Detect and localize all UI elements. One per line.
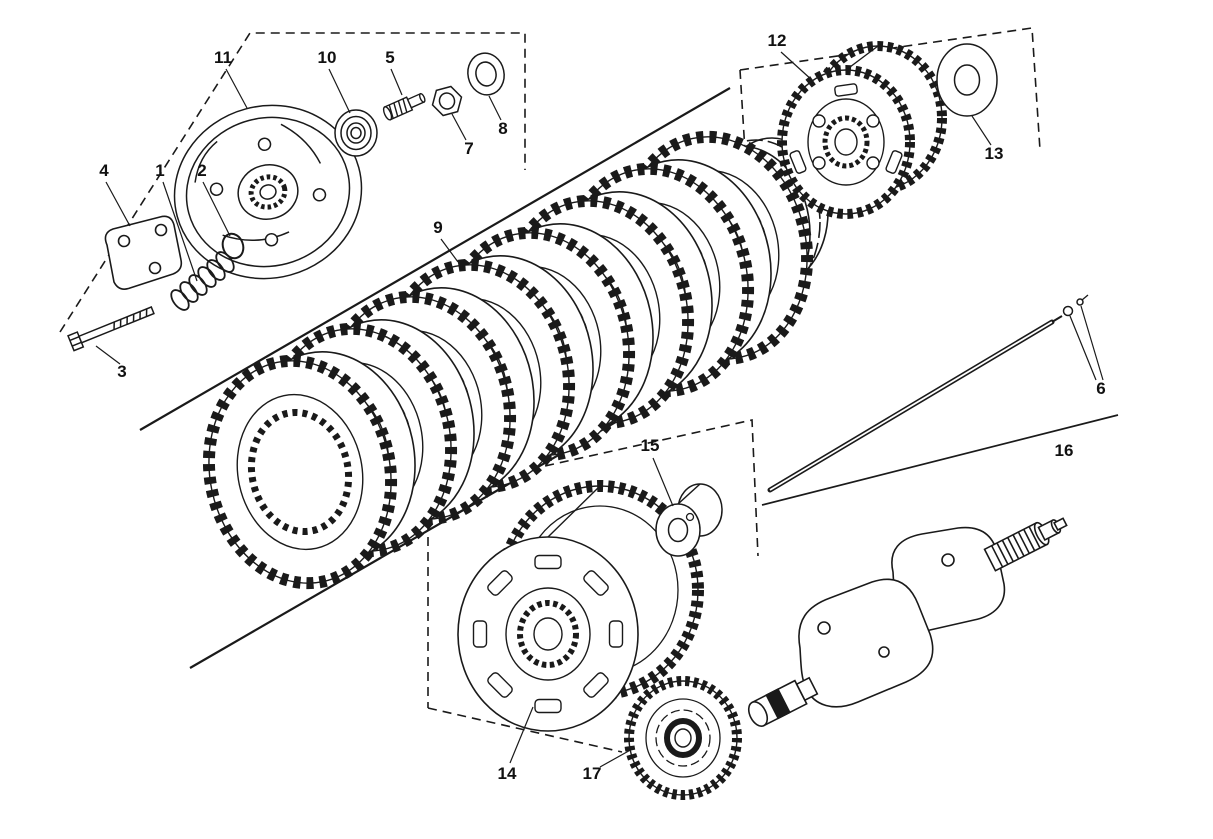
part-label-8: 8 (498, 119, 507, 138)
crankshaft (747, 517, 1068, 727)
part-label-7: 7 (464, 139, 473, 158)
part-label-1: 1 (155, 161, 164, 180)
part-label-3: 3 (117, 362, 126, 381)
bearing (334, 109, 378, 157)
part-label-5: 5 (385, 48, 394, 67)
spring-washer (467, 52, 505, 96)
thrust-washer (936, 43, 998, 117)
part-label-2: 2 (197, 161, 206, 180)
pushrod (767, 315, 1063, 493)
part-label-11: 11 (214, 48, 232, 67)
clutch-basket (457, 480, 704, 732)
spacer-bushing (655, 483, 723, 557)
leader-lines (95, 51, 1104, 768)
part-label-15: 15 (641, 436, 660, 455)
part-label-14: 14 (498, 764, 517, 783)
part-label-4: 4 (99, 161, 109, 180)
part-labels: 1 2 3 4 5 6 7 8 9 10 11 12 13 14 15 16 1… (99, 31, 1105, 783)
nut (431, 85, 463, 117)
part-label-6: 6 (1096, 379, 1105, 398)
spring (170, 251, 235, 311)
part-label-12: 12 (768, 31, 787, 50)
part-label-17: 17 (583, 764, 602, 783)
pushrod-end-parts (1062, 294, 1089, 317)
part-label-13: 13 (985, 144, 1004, 163)
clutch-hub (777, 41, 947, 219)
part-label-10: 10 (318, 48, 337, 67)
stepped-pin (382, 92, 426, 121)
bolt (67, 306, 155, 352)
part-label-16: 16 (1055, 441, 1074, 460)
part-label-9: 9 (433, 218, 442, 237)
pressure-plate (173, 104, 363, 280)
cover-plate (104, 215, 183, 290)
primary-drive-gear (624, 676, 742, 800)
